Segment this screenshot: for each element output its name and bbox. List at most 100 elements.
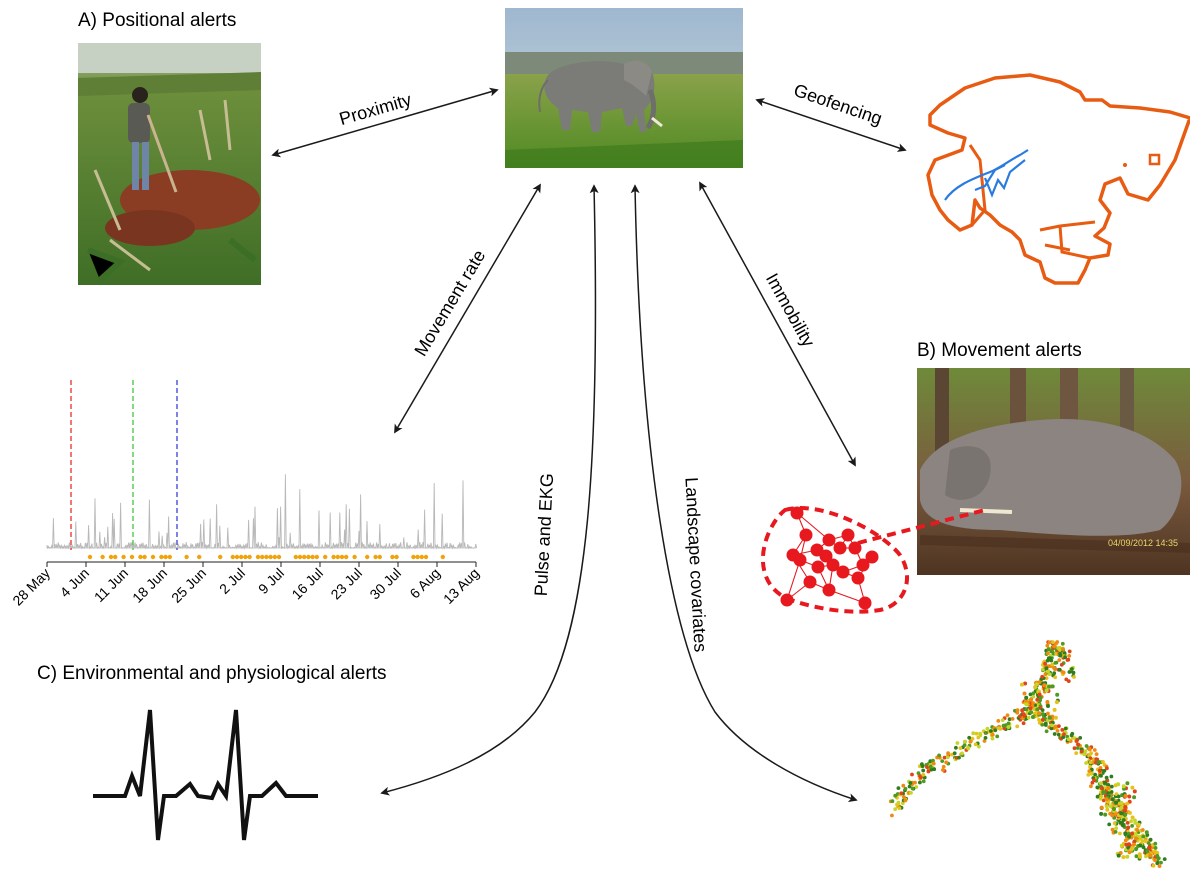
gps-fix	[1059, 662, 1064, 667]
gps-fix	[1045, 669, 1050, 674]
landscape-arrow	[630, 184, 858, 803]
gps-fix	[937, 753, 941, 758]
gps-fix	[1086, 773, 1091, 777]
event-dot	[260, 554, 265, 560]
geofencing-arrow	[755, 98, 907, 152]
gps-fix	[1062, 732, 1066, 737]
gps-fix	[1035, 707, 1040, 712]
gps-fix	[1053, 661, 1058, 665]
gps-fix	[1031, 691, 1036, 696]
event-dot	[411, 554, 416, 560]
gps-fix	[1084, 761, 1088, 765]
gps-fix	[1095, 794, 1100, 799]
gps-fix	[978, 731, 983, 736]
event-dot	[87, 554, 93, 560]
movement-rate-label: Movement rate	[410, 246, 489, 359]
gps-fix	[1024, 707, 1029, 712]
gps-fix	[960, 751, 964, 756]
gps-fix	[1099, 805, 1104, 810]
gps-fix	[1057, 724, 1061, 728]
date-tick-label: 25 Jun	[168, 565, 209, 606]
gps-fix	[1056, 732, 1061, 737]
gps-fix	[1153, 846, 1158, 850]
gps-fix	[1123, 831, 1128, 836]
gps-fix	[1157, 864, 1162, 868]
event-dot	[331, 554, 336, 560]
gps-fix	[918, 780, 922, 785]
gps-fix	[1147, 845, 1152, 850]
gps-fix	[1024, 695, 1029, 700]
gps-fix	[1104, 797, 1109, 802]
geofence-internal	[968, 144, 1096, 260]
gps-fix	[1063, 726, 1068, 731]
gps-fix	[1035, 697, 1040, 702]
date-tick-label: 28 May	[9, 565, 53, 609]
event-dot	[255, 554, 261, 560]
gps-fix	[1130, 831, 1134, 836]
gps-fix	[1031, 715, 1035, 719]
gps-fix	[1130, 824, 1134, 828]
movement-rate-arrow	[394, 183, 541, 434]
gps-fix	[926, 769, 931, 774]
gps-fix	[1047, 715, 1052, 720]
gps-fix	[1098, 773, 1103, 778]
gps-fix	[1044, 676, 1049, 680]
gps-fix	[931, 758, 935, 763]
gps-fix	[1127, 794, 1132, 799]
gps-fix	[955, 741, 960, 745]
gps-fix	[921, 779, 926, 784]
gps-fix	[1041, 667, 1045, 672]
gps-fix	[1120, 823, 1125, 828]
proximity-label: Proximity	[337, 89, 414, 129]
gps-fix	[974, 731, 979, 736]
movement-rate-trace	[46, 474, 478, 550]
gps-fix	[1127, 810, 1132, 815]
event-dot	[129, 554, 135, 560]
gps-fix	[1140, 828, 1145, 832]
gps-fix	[1007, 717, 1012, 722]
date-tick-label: 16 Jul	[288, 565, 326, 603]
gps-fix	[1018, 714, 1022, 719]
gps-fix	[909, 791, 913, 795]
event-dot	[113, 554, 118, 560]
gps-fix	[1072, 675, 1076, 679]
gps-fix	[1057, 667, 1062, 672]
gps-fix	[973, 742, 978, 747]
gps-fix	[1110, 827, 1115, 832]
gps-fix	[1116, 794, 1121, 799]
gps-fix	[1125, 781, 1130, 786]
pulse-ekg-label: Pulse and EKG	[531, 473, 557, 597]
geofence-map	[926, 73, 1190, 285]
gps-fix	[910, 772, 914, 777]
gps-fix	[1119, 811, 1124, 816]
network-node	[793, 553, 807, 567]
event-dot	[167, 554, 172, 560]
gps-fix	[1040, 674, 1045, 679]
event-dot	[142, 554, 147, 560]
event-dot	[121, 554, 126, 560]
farmer-photo	[78, 43, 261, 285]
gps-fix	[1114, 826, 1119, 830]
gps-fix	[1143, 839, 1148, 844]
gps-fix	[1052, 644, 1056, 649]
gps-fix	[1136, 822, 1141, 827]
gps-fix	[1040, 712, 1045, 717]
gps-fix	[1106, 783, 1111, 787]
network-node	[858, 596, 872, 610]
gps-fix	[1024, 702, 1029, 707]
gps-fix	[1130, 815, 1135, 820]
event-dot	[276, 554, 282, 560]
event-dot	[440, 554, 445, 560]
gps-fix	[1089, 751, 1093, 756]
gps-fix	[902, 795, 906, 799]
event-dot	[365, 554, 370, 560]
gps-fix	[1020, 682, 1024, 687]
gps-fix	[1129, 819, 1133, 824]
gps-fix	[946, 751, 950, 755]
gps-fix	[1151, 863, 1156, 868]
gps-fix	[1075, 746, 1080, 750]
gps-fix	[1112, 821, 1117, 826]
gps-fix	[1126, 845, 1131, 850]
